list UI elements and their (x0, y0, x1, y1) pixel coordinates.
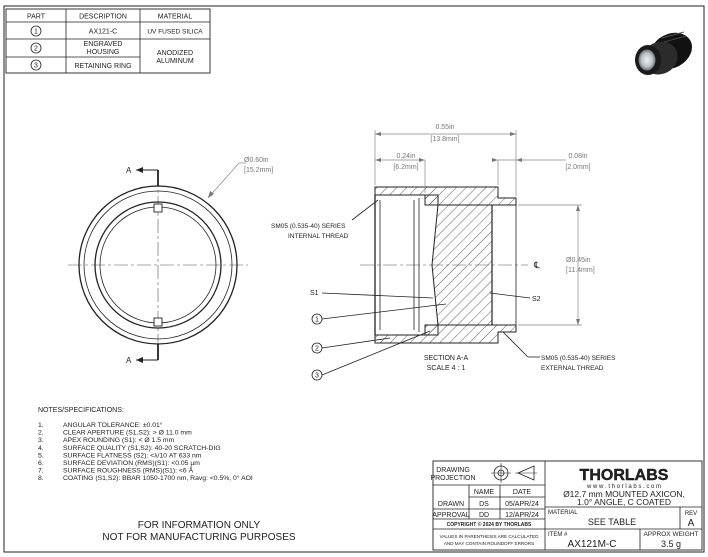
title-line1: Ø12.7 mm MOUNTED AXICON, (563, 489, 685, 499)
internal-thread-line2: INTERNAL THREAD (288, 233, 349, 240)
approval-name: DD (479, 512, 489, 519)
rounding-line2: AND MAY CONTAIN ROUNDOFF ERRORS (444, 541, 534, 546)
housing-top-wall (374, 186, 517, 206)
callout-2: 2 (315, 346, 319, 353)
dim-diameter-in: Ø0.45in (566, 257, 591, 264)
parts-row-2-description-line1: ENGRAVED (84, 41, 123, 48)
drawn-name: DS (479, 501, 489, 508)
dim-thread-in: 0.08in (568, 153, 587, 160)
section-view: ℄ 0.55in [13.8mm] 0.24in [6.2mm] (271, 124, 616, 381)
note-text: SURFACE ROUGHNESS (RMS)(S1): <6 Å (63, 466, 194, 475)
projection-line2: PROJECTION (430, 475, 475, 482)
dim-diameter-mm: [11.4mm] (566, 267, 595, 274)
disclaimer-line1: FOR INFORMATION ONLY (138, 520, 261, 531)
note-number: 8. (38, 475, 44, 482)
note-text: APEX ROUNDING (S1): < Ø 1.5 mm (63, 437, 175, 444)
projection-symbol-icon (491, 463, 537, 483)
parts-row-1-material: UV FUSED SILICA (147, 29, 203, 36)
thorlabs-logo: THORLABS (580, 467, 669, 484)
note-number: 2. (38, 430, 44, 437)
front-diameter-mm: [15.2mm] (244, 167, 273, 174)
note-number: 4. (38, 445, 44, 452)
copyright: COPYRIGHT © 2024 BY THORLABS (447, 521, 532, 528)
front-view: A A Ø0.60in [15.2mm] (68, 157, 273, 365)
parts-row-2-part: 2 (34, 46, 38, 53)
disclaimer-line2: NOT FOR MANUFACTURING PURPOSES (102, 532, 295, 543)
retaining-ring-bottom (424, 324, 439, 336)
date-header: DATE (513, 489, 531, 496)
dim-overall-mm: [13.8mm] (430, 136, 459, 143)
sheet-border (3, 5, 705, 553)
dim-thread-mm: [2.0mm] (565, 164, 590, 171)
weight-label: APPROX WEIGHT (644, 531, 699, 538)
item-value: AX121M-C (568, 539, 617, 550)
item-label: ITEM # (548, 532, 568, 538)
title-block: DRAWING PROJECTION NAME DATE DRAWN DS 05… (430, 460, 703, 551)
section-scale: SCALE 4 : 1 (427, 365, 466, 372)
s2-label: S2 (532, 296, 541, 303)
parts-row-3-part: 3 (34, 63, 38, 70)
internal-thread-line1: SM05 (0.535-40) SERIES (271, 223, 346, 230)
section-label-top: A (126, 166, 132, 175)
weight-value: 3.5 g (661, 539, 681, 549)
note-number: 6. (38, 460, 44, 467)
note-text: CLEAR APERTURE (S1,S2): > Ø 11.0 mm (63, 430, 192, 437)
parts-row-1-description: AX121-C (89, 29, 117, 36)
approval-label: APPROVAL (432, 512, 469, 519)
note-number: 7. (38, 468, 44, 475)
approval-date: 12/APR/24 (505, 512, 539, 519)
note-text: COATING (S1,S2): BBAR 1050-1700 nm, Ravg… (63, 474, 253, 482)
external-thread-line2: EXTERNAL THREAD (541, 365, 604, 372)
product-photo (635, 31, 693, 75)
parts-header-part: PART (27, 14, 46, 21)
dim-depth-mm: [6.2mm] (393, 164, 418, 171)
parts-row-2-material-line2: ALUMINUM (156, 58, 194, 65)
note-text: SURFACE FLATNESS (S2): <λ/10 AT 633 nm (63, 452, 202, 459)
parts-header-description: DESCRIPTION (79, 14, 127, 21)
housing-bottom-wall (374, 324, 517, 344)
rev-label: REV (685, 511, 697, 517)
callout-3: 3 (315, 373, 319, 380)
note-text: SURFACE DEVIATION (RMS)(S1): <0.05 µm (63, 460, 200, 467)
thorlabs-website: w w w . t h o r l a b s . c o m (586, 484, 661, 490)
dim-overall-in: 0.55in (435, 124, 454, 131)
parts-row-3-description: RETAINING RING (74, 63, 131, 70)
drawn-label: DRAWN (438, 501, 464, 508)
notes: NOTES/SPECIFICATIONS: 1. ANGULAR TOLERANC… (38, 407, 253, 482)
dim-depth-in: 0.24in (396, 153, 415, 160)
s1-label: S1 (310, 290, 319, 297)
projection-line1: DRAWING (436, 467, 470, 474)
axicon-lens (431, 204, 493, 326)
front-diameter-in: Ø0.60in (244, 157, 269, 164)
note-number: 1. (38, 422, 44, 429)
external-thread-line1: SM05 (0.535-40) SERIES (541, 355, 616, 362)
title-line2: 1.0° ANGLE, C COATED (577, 497, 671, 507)
retaining-ring-top (424, 194, 439, 206)
parts-row-2-description-line2: HOUSING (87, 49, 120, 56)
parts-header-material: MATERIAL (158, 14, 193, 21)
callout-1: 1 (315, 317, 319, 324)
centerline-symbol: ℄ (533, 260, 540, 270)
note-number: 3. (38, 437, 44, 444)
material-value: SEE TABLE (588, 517, 636, 527)
parts-row-1-part: 1 (34, 29, 38, 36)
parts-table: PART DESCRIPTION MATERIAL 1 AX121-C UV F… (5, 8, 211, 74)
section-title: SECTION A-A (424, 355, 469, 362)
material-label: MATERIAL (548, 510, 578, 516)
parts-row-2-material-line1: ANODIZED (157, 50, 193, 57)
rev-value: A (688, 518, 695, 529)
section-label-bottom: A (126, 356, 132, 365)
notes-heading: NOTES/SPECIFICATIONS: (38, 407, 124, 414)
rounding-line1: VALUES IN PARENTHESIS ARE CALCULATED (440, 534, 539, 539)
drawn-date: 05/APR/24 (505, 501, 539, 508)
note-number: 5. (38, 452, 44, 459)
note-text: ANGULAR TOLERANCE: ±0.01° (63, 421, 163, 429)
note-text: SURFACE QUALITY (S1,S2): 40-20 SCRATCH-D… (63, 445, 221, 452)
name-header: NAME (474, 489, 495, 496)
